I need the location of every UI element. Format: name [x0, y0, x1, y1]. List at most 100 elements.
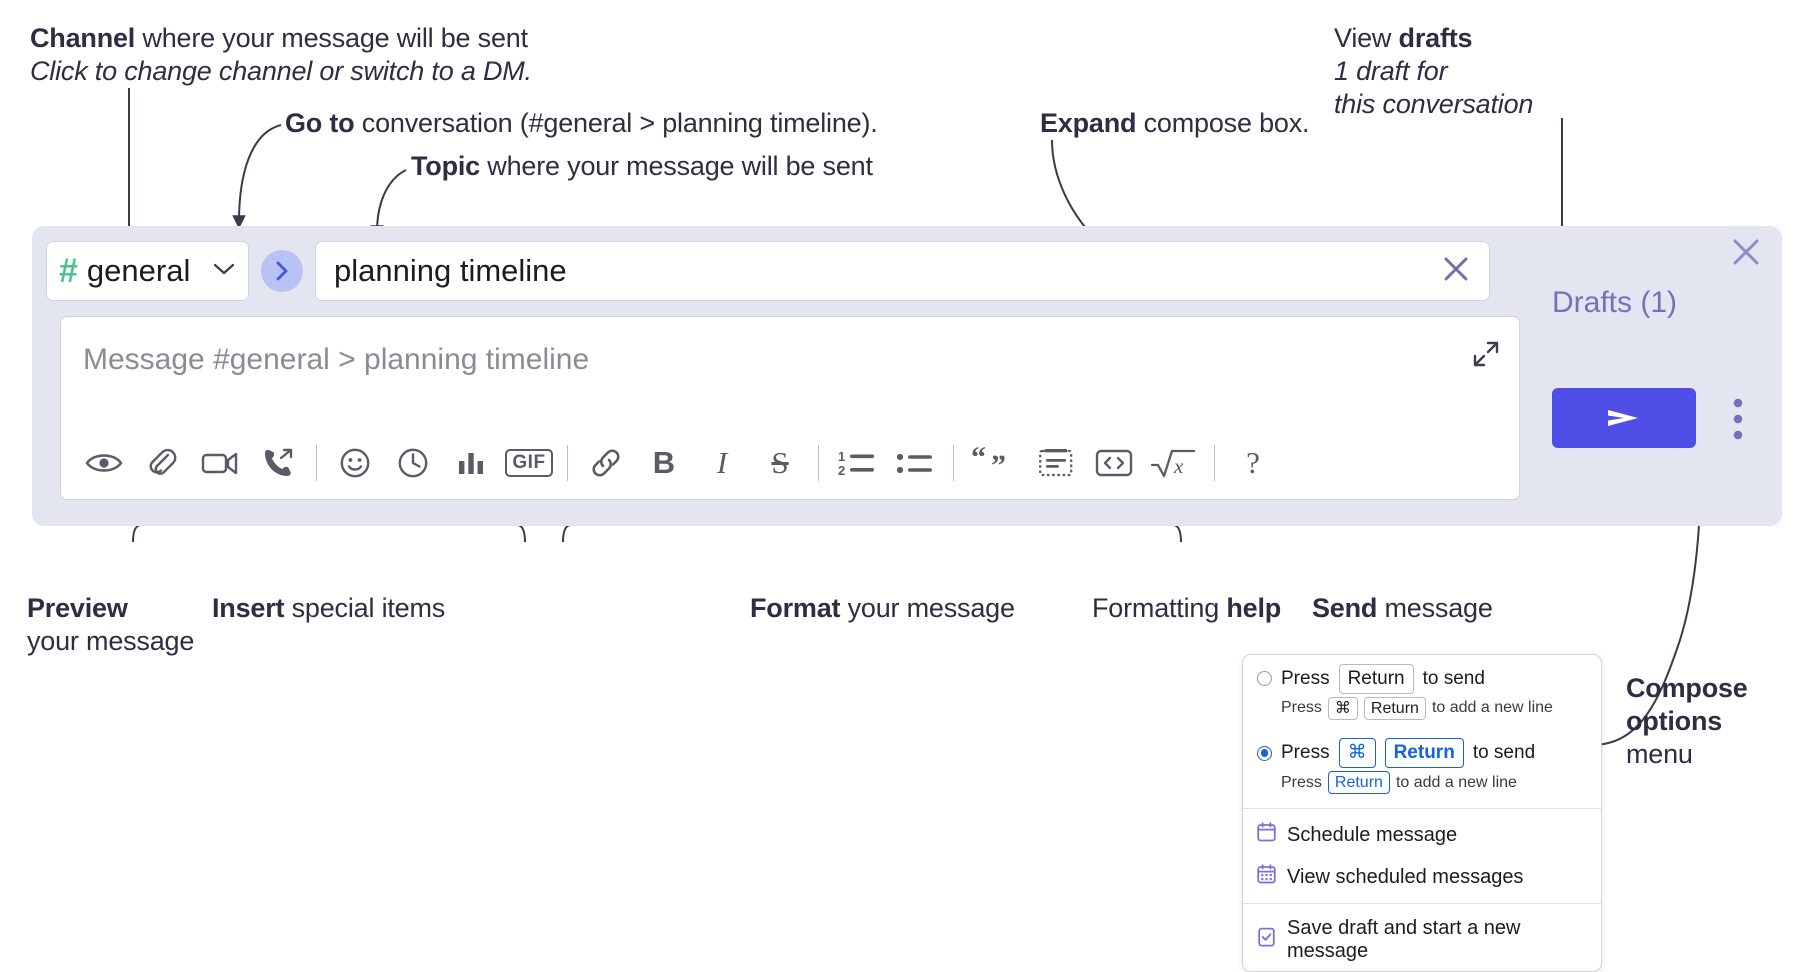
annotation-topic: Topic where your message will be sent	[411, 150, 873, 183]
send-option-return[interactable]: Press Return to send	[1243, 655, 1601, 696]
huddle-icon[interactable]	[249, 435, 307, 491]
go-to-conversation-button[interactable]	[261, 250, 303, 292]
annotation-drafts-italic-2: this conversation	[1334, 88, 1534, 119]
annotation-drafts-plain: View	[1334, 23, 1399, 53]
strikethrough-label: S	[771, 445, 789, 480]
strikethrough-icon[interactable]: S	[751, 435, 809, 491]
menu-item-label: Save draft and start a new message	[1287, 917, 1521, 963]
vertical-dots-icon	[1733, 398, 1743, 440]
gif-icon[interactable]: GIF	[500, 435, 558, 491]
panel-close-button[interactable]	[1726, 232, 1766, 277]
paper-plane-icon	[1608, 410, 1638, 426]
annotation-compose-options-rest: menu	[1626, 738, 1693, 769]
menu-item-view-scheduled-messages[interactable]: View scheduled messages	[1243, 856, 1601, 898]
annotation-insert: Insert special items	[212, 592, 445, 625]
annotation-format-bold: Format	[750, 593, 841, 623]
code-block-icon[interactable]	[1027, 435, 1085, 491]
sub-pre: Press	[1281, 699, 1322, 717]
svg-text:”: ”	[991, 449, 1006, 479]
send-option-return-sub: Press ⌘ Return to add a new line	[1243, 696, 1601, 730]
annotation-channel: Channel where your message will be sent …	[30, 22, 532, 88]
blockquote-icon[interactable]: “ ”	[963, 435, 1027, 491]
compose-inner: # general planning timeline Message #gen…	[46, 240, 1534, 512]
toolbar-separator	[567, 445, 568, 481]
annotation-format-rest: your message	[840, 593, 1015, 623]
annotation-help-bold: help	[1226, 593, 1282, 623]
calendar-icon	[1257, 822, 1276, 848]
math-icon[interactable]: x	[1143, 435, 1205, 491]
clock-icon[interactable]	[384, 435, 442, 491]
menu-divider	[1243, 808, 1601, 810]
annotation-compose-options: Compose options menu	[1626, 672, 1748, 771]
toolbar-separator	[818, 445, 819, 481]
hash-icon: #	[59, 252, 78, 290]
annotation-topic-rest: where your message will be sent	[480, 151, 873, 181]
channel-picker[interactable]: # general	[46, 241, 249, 301]
help-icon[interactable]: ?	[1224, 435, 1282, 491]
gif-label: GIF	[505, 449, 553, 477]
menu-item-save-draft[interactable]: Save draft and start a new message	[1243, 909, 1601, 971]
keycap-command: ⌘	[1327, 696, 1358, 721]
message-placeholder: Message #general > planning timeline	[83, 343, 590, 376]
save-draft-icon	[1257, 927, 1276, 953]
svg-text:x: x	[1173, 454, 1184, 478]
annotation-goto: Go to conversation (#general > planning …	[285, 107, 878, 140]
annotation-send-bold: Send	[1312, 593, 1378, 623]
annotation-expand-rest: compose box.	[1136, 108, 1310, 138]
emoji-icon[interactable]	[326, 435, 384, 491]
bulleted-list-icon[interactable]	[886, 435, 944, 491]
help-label: ?	[1246, 445, 1260, 480]
formatting-toolbar: GIF B I S 1	[61, 427, 1519, 499]
send-option-return-post: to send	[1422, 667, 1485, 689]
code-icon[interactable]	[1085, 435, 1143, 491]
preview-icon[interactable]	[75, 435, 133, 491]
send-button[interactable]	[1552, 388, 1696, 448]
compose-options-menu: Press Return to send Press ⌘ Return to a…	[1242, 654, 1602, 972]
link-icon[interactable]	[577, 435, 635, 491]
keycap-return: Return	[1338, 664, 1414, 694]
radio-selected-icon[interactable]	[1257, 745, 1272, 761]
radio-unselected-icon[interactable]	[1257, 671, 1272, 687]
message-input-box[interactable]: Message #general > planning timeline	[60, 316, 1520, 500]
annotation-goto-rest: conversation (#general > planning timeli…	[354, 108, 878, 138]
calendar-grid-icon	[1257, 864, 1276, 890]
expand-icon[interactable]	[1471, 339, 1501, 374]
compose-options-kebab[interactable]	[1724, 396, 1752, 447]
annotation-drafts: View drafts 1 draft for this conversatio…	[1334, 22, 1533, 121]
bold-icon[interactable]: B	[635, 435, 693, 491]
menu-item-label: View scheduled messages	[1287, 865, 1524, 888]
italic-label: I	[716, 445, 728, 480]
poll-icon[interactable]	[442, 435, 500, 491]
annotation-channel-italic: Click to change channel or switch to a D…	[30, 55, 532, 86]
compose-panel: # general planning timeline Message #gen…	[32, 226, 1782, 526]
annotation-preview-rest: your message	[27, 625, 195, 656]
send-option-cmd-return[interactable]: Press ⌘ Return to send	[1243, 729, 1601, 770]
video-icon[interactable]	[191, 435, 249, 491]
topic-value: planning timeline	[334, 253, 567, 288]
italic-icon[interactable]: I	[693, 435, 751, 491]
toolbar-separator	[1214, 445, 1215, 481]
annotation-channel-bold: Channel	[30, 23, 136, 53]
topic-input[interactable]: planning timeline	[315, 241, 1490, 301]
send-option-cmd-pre: Press	[1281, 742, 1330, 764]
annotation-drafts-bold: drafts	[1398, 23, 1473, 53]
annotation-preview: Preview your message	[27, 592, 194, 658]
svg-text:“: “	[971, 447, 986, 474]
menu-item-schedule-message[interactable]: Schedule message	[1243, 814, 1601, 856]
ordered-list-icon[interactable]: 1 2	[828, 435, 886, 491]
menu-divider	[1243, 903, 1601, 905]
send-option-return-pre: Press	[1281, 667, 1330, 689]
chevron-down-icon	[212, 262, 236, 281]
sub-pre: Press	[1281, 773, 1322, 791]
annotation-send: Send message	[1312, 592, 1493, 625]
drafts-link[interactable]: Drafts (1)	[1552, 286, 1678, 319]
toolbar-separator	[316, 445, 317, 481]
bold-label: B	[652, 445, 676, 480]
sub-post: to add a new line	[1395, 773, 1517, 791]
attachment-icon[interactable]	[133, 435, 191, 491]
compose-header-row: # general planning timeline	[46, 240, 1490, 302]
close-icon[interactable]	[1439, 252, 1473, 291]
annotation-compose-options-bold-1: Compose	[1626, 673, 1748, 703]
annotation-channel-rest: where your message will be sent	[135, 23, 528, 53]
annotation-insert-bold: Insert	[212, 593, 285, 623]
